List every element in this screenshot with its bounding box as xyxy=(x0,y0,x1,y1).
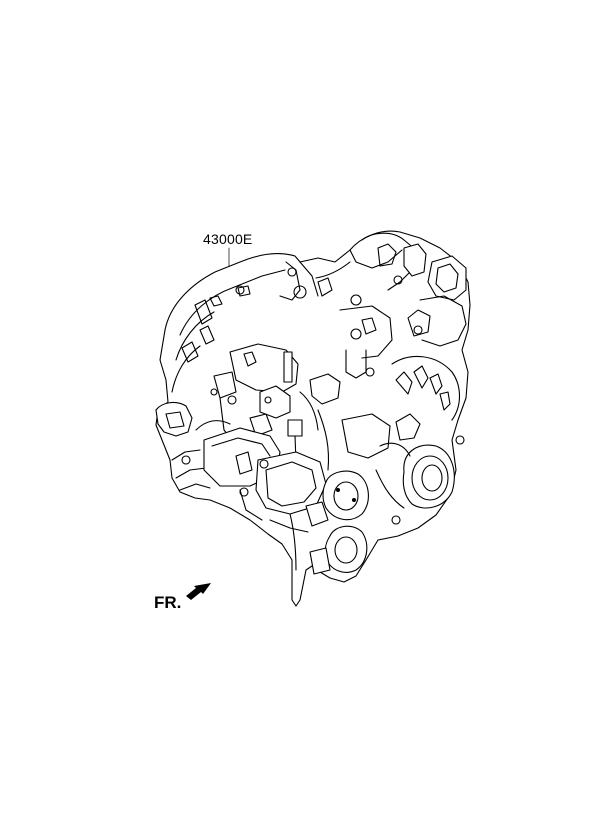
part-number-label: 43000E xyxy=(203,231,253,247)
front-direction-arrow-icon xyxy=(186,583,211,600)
bolt-details xyxy=(181,267,465,525)
upper-right-housing xyxy=(279,232,467,379)
lower-actuator-assembly xyxy=(203,427,369,575)
valve-body-area xyxy=(195,343,341,481)
differential-housing xyxy=(341,355,461,509)
front-direction-label: FR. xyxy=(154,593,182,612)
transmission-case xyxy=(155,230,471,607)
